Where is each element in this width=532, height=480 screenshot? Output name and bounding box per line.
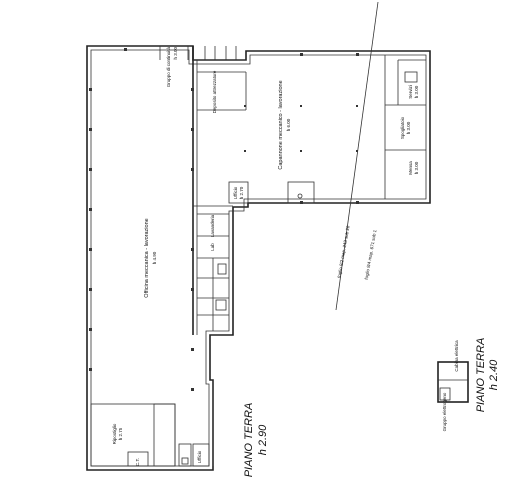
room-officina-main-h: h 4.90 [152, 251, 157, 264]
annex-plan: Gruppo elettrogeno Cabina elettrica PIAN… [437, 338, 500, 431]
cadastral-boundary [335, 1, 379, 311]
annex-label-b: Cabina elettrica [454, 340, 459, 372]
room-servizi-h: h 3.00 [414, 85, 419, 98]
room-ripostiglio-h: h 2.75 [118, 427, 123, 440]
room-lab: Lab [210, 243, 215, 251]
room-mensa-h: h 3.00 [414, 161, 419, 174]
cadastral-line-2: foglio 8/4 map. 671 sub 1 [364, 229, 378, 280]
room-mensa: Mensa [408, 161, 413, 175]
room-gruppo-h: h 3.00 [173, 47, 178, 60]
room-labels: Gruppo di continuità h 3.00 Officina mec… [112, 47, 419, 467]
room-ufficio-b: Ufficio [197, 450, 202, 463]
annex-height: h 2.40 [488, 359, 500, 390]
room-deposito: Deposito attrezzature [212, 70, 217, 113]
floor-title: PIANO TERRA h 2.90 [243, 403, 269, 478]
room-ufficio-a-h: h 2.70 [239, 186, 244, 199]
room-capannone: Capannone meccanico - lavorazione [278, 80, 284, 169]
building-outline [86, 45, 431, 471]
room-capannone-h: h 6.00 [286, 118, 291, 131]
room-officina-main: Officina meccanica - lavorazione [144, 218, 150, 297]
room-spogliatoio: Spogliatoio [400, 116, 405, 139]
annex-label-a: Gruppo elettrogeno [442, 392, 447, 431]
room-servizi: Servizi [408, 85, 413, 99]
fixtures [181, 71, 418, 465]
room-spogliatoio-h: h 3.00 [406, 121, 411, 134]
cadastral-labels: foglio 8/2 map. 243 sub 20 foglio 8/4 ma… [336, 225, 377, 280]
room-ufficio-a: Ufficio [233, 186, 238, 199]
structural-columns [89, 48, 359, 391]
floor-title-text: PIANO TERRA [243, 403, 255, 478]
room-lavanderia: Lavanderia [210, 214, 215, 237]
room-gruppo: Gruppo di continuità [166, 47, 171, 88]
annex-title: PIANO TERRA [475, 338, 487, 413]
cadastral-line-1: foglio 8/2 map. 243 sub 20 [336, 225, 350, 279]
floor-height-text: h 2.90 [257, 424, 269, 455]
room-ripostiglio: Ripostiglio [112, 423, 117, 444]
room-centrale: C.T. [135, 458, 140, 466]
partitions [90, 46, 426, 467]
